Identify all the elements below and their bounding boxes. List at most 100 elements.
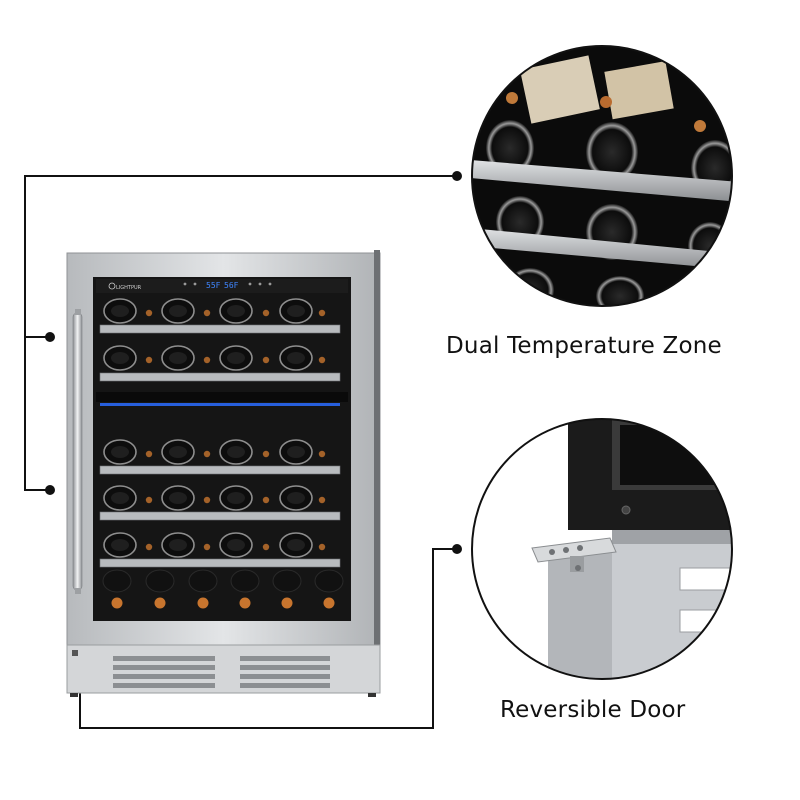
bottle-label (519, 55, 600, 124)
zone-gap (96, 392, 348, 402)
wine-bottle-punt (287, 352, 305, 364)
connector-dot (45, 485, 55, 495)
bottle-cork (323, 597, 335, 609)
bottle-neck-cork (318, 356, 326, 364)
wine-bottle-punt (111, 539, 129, 551)
bottle-neck-cork (262, 309, 270, 317)
wine-bottle-neck (188, 569, 218, 593)
wine-bottle-punt (287, 305, 305, 317)
bottle-neck-cork (262, 496, 270, 504)
handle-mount (75, 588, 81, 594)
vent-slot (240, 674, 330, 679)
brand-logo: LIGHTPUR (116, 285, 142, 291)
bottle-neck-cork (262, 356, 270, 364)
wine-bottle-punt (111, 305, 129, 317)
detail-circle-border (471, 418, 733, 680)
bottle-neck-cork (203, 496, 211, 504)
leveling-foot (70, 693, 78, 697)
bottle-cork (281, 597, 293, 609)
temp-display-left: 55F (206, 281, 221, 290)
brand-logo-mark (108, 282, 116, 290)
wine-rack-shelf (99, 465, 341, 475)
wine-bottle-punt (169, 446, 187, 458)
bottle-neck-cork (203, 309, 211, 317)
hinge-point (72, 650, 78, 656)
wine-bottle-neck (230, 569, 260, 593)
wine-bottle-punt (169, 539, 187, 551)
vent-slot (113, 665, 215, 670)
fridge-interior (96, 298, 348, 609)
wine-bottle-neck (145, 569, 175, 593)
bottle-neck-cork (145, 356, 153, 364)
bottle-cork (111, 597, 123, 609)
wine-bottle-punt (227, 539, 245, 551)
reversible-door-connector (79, 548, 457, 729)
bottle-cork (197, 597, 209, 609)
touch-button-icon[interactable] (183, 282, 187, 286)
bottle-neck-cork (203, 543, 211, 551)
bottle-neck-cork (318, 496, 326, 504)
fridge-side-edge (374, 250, 380, 648)
bottle-cork (154, 597, 166, 609)
vent-slot (240, 665, 330, 670)
connector-dot (452, 544, 462, 554)
vent-slot (113, 656, 215, 661)
touch-button-icon[interactable] (268, 282, 272, 286)
wine-bottle-punt (227, 446, 245, 458)
reversible-door-caption: Reversible Door (500, 697, 686, 723)
wine-bottle-neck (102, 569, 132, 593)
leveling-foot (368, 693, 376, 697)
wine-bottle-punt (287, 492, 305, 504)
control-panel (96, 279, 348, 293)
bottle-neck-cork (318, 543, 326, 551)
bottle-neck-cork (145, 309, 153, 317)
bottle-neck-cork (318, 309, 326, 317)
detail-circle-border (471, 45, 733, 307)
wine-bottle-neck (314, 569, 344, 593)
bottle-neck-cork (203, 356, 211, 364)
bottle-neck-cork (262, 543, 270, 551)
zone-divider-light (100, 403, 340, 406)
vent-slot (113, 683, 215, 688)
dual-zone-connector (24, 175, 457, 491)
wine-bottle-neck (272, 569, 302, 593)
ventilation-grille (113, 656, 330, 688)
wine-bottle-punt (287, 539, 305, 551)
wine-rack-shelf (99, 558, 341, 568)
connector-dot (45, 332, 55, 342)
wine-bottle-punt (111, 352, 129, 364)
temp-display-right: 56F (224, 281, 239, 290)
wine-bottle-punt (169, 352, 187, 364)
bottle-neck-cork (262, 450, 270, 458)
wine-bottle-punt (287, 446, 305, 458)
touch-button-icon[interactable] (258, 282, 262, 286)
bottle-cork (239, 597, 251, 609)
vent-slot (240, 656, 330, 661)
wine-rack-shelf (99, 372, 341, 382)
vent-slot (240, 683, 330, 688)
wine-rack-shelf (99, 511, 341, 521)
bottle-neck-cork (145, 450, 153, 458)
wine-rack-shelf (99, 324, 341, 334)
vent-slot (113, 674, 215, 679)
hinge-bracket (531, 537, 617, 563)
wine-bottle-punt (227, 492, 245, 504)
touch-button-icon[interactable] (193, 282, 197, 286)
touch-button-icon[interactable] (248, 282, 252, 286)
wine-bottle-punt (227, 305, 245, 317)
wine-bottle-punt (111, 492, 129, 504)
wine-bottle-punt (227, 352, 245, 364)
dual-temperature-zone-caption: Dual Temperature Zone (446, 333, 722, 359)
bottle-neck-cork (203, 450, 211, 458)
handle-mount (75, 309, 81, 315)
wine-bottle-punt (169, 305, 187, 317)
wine-bottle-punt (169, 492, 187, 504)
bottle-neck-cork (145, 496, 153, 504)
bottle-neck-cork (145, 543, 153, 551)
connector-dot (452, 171, 462, 181)
bottle-neck-cork (318, 450, 326, 458)
